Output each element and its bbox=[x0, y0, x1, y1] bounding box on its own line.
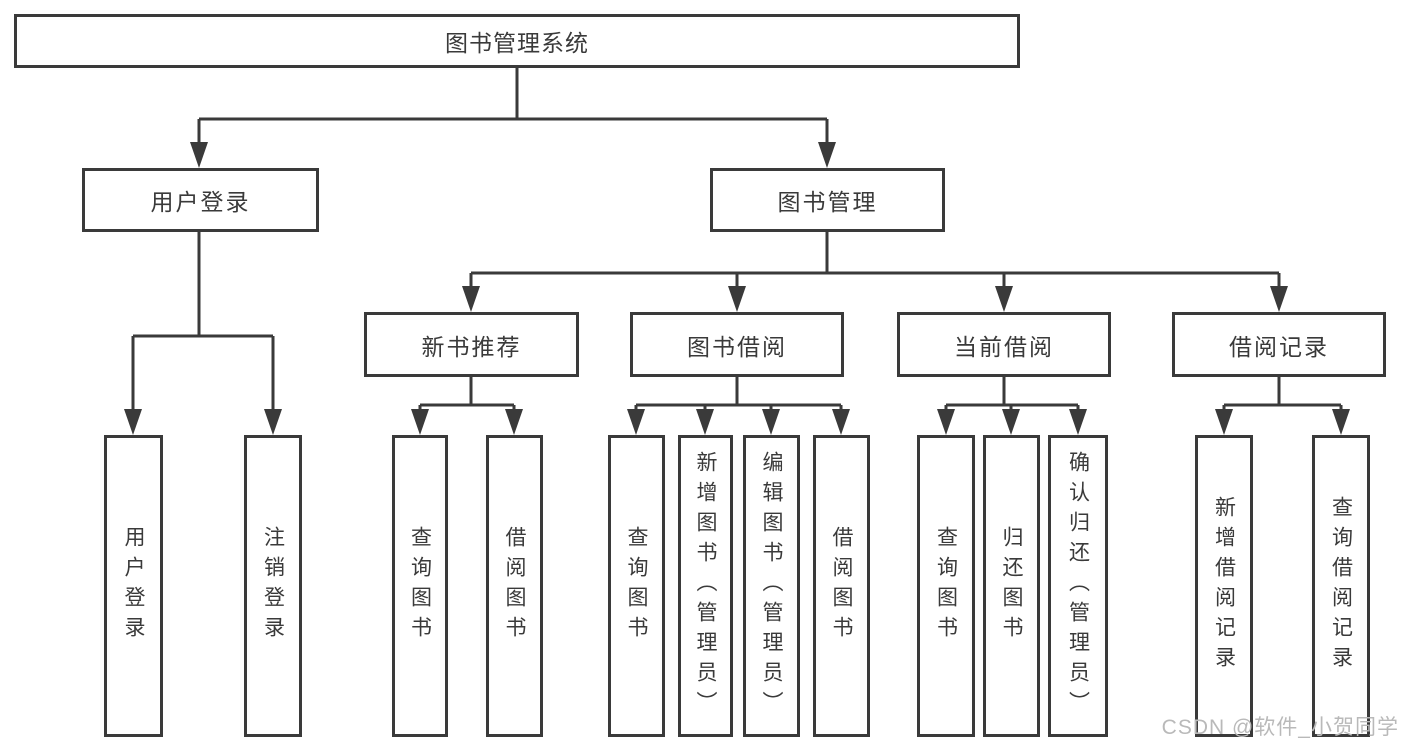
connector-recommend-children bbox=[418, 377, 516, 416]
node-book-borrow: 图书借阅 bbox=[630, 312, 844, 377]
node-book-management: 图书管理 bbox=[710, 168, 945, 232]
arrowhead-icon bbox=[264, 409, 282, 435]
leaf-current-confirm-return-admin-label: 确认归还（管理员） bbox=[1066, 451, 1090, 721]
node-new-book-recommend-label: 新书推荐 bbox=[421, 333, 522, 360]
leaf-current-query-books: 查询图书 bbox=[917, 435, 975, 737]
arrowhead-icon bbox=[1215, 409, 1233, 435]
arrowhead-icon bbox=[190, 142, 208, 168]
arrowhead-icon bbox=[505, 409, 523, 435]
leaf-borrow-edit-books-admin: 编辑图书（管理员） bbox=[743, 435, 800, 737]
node-current-borrow-label: 当前借阅 bbox=[954, 333, 1054, 360]
node-borrow-records: 借阅记录 bbox=[1172, 312, 1386, 377]
node-root-system: 图书管理系统 bbox=[14, 14, 1020, 68]
leaf-current-confirm-return-admin: 确认归还（管理员） bbox=[1048, 435, 1108, 737]
node-user-login-label: 用户登录 bbox=[150, 189, 251, 215]
arrowhead-icon bbox=[124, 409, 142, 435]
leaf-current-return-books: 归还图书 bbox=[983, 435, 1040, 737]
connector-records-children bbox=[1222, 377, 1343, 416]
leaf-logout-label: 注销登录 bbox=[261, 526, 285, 646]
leaf-borrow-add-books-admin-label: 新增图书（管理员） bbox=[694, 451, 717, 721]
arrowhead-icon bbox=[462, 286, 480, 312]
leaf-records-query: 查询借阅记录 bbox=[1312, 435, 1370, 737]
arrowhead-icon bbox=[696, 409, 714, 435]
leaf-user-login: 用户登录 bbox=[104, 435, 163, 737]
node-root-label: 图书管理系统 bbox=[445, 30, 589, 56]
leaf-borrow-query-books: 查询图书 bbox=[608, 435, 665, 737]
leaf-current-return-books-label: 归还图书 bbox=[1000, 526, 1023, 646]
leaf-user-login-label: 用户登录 bbox=[122, 526, 145, 646]
connector-borrow-children bbox=[634, 377, 843, 416]
connector-root-to-level2 bbox=[197, 68, 829, 149]
leaf-logout: 注销登录 bbox=[244, 435, 302, 737]
connector-book-management-children bbox=[469, 232, 1281, 293]
leaf-recommend-query-books: 查询图书 bbox=[392, 435, 448, 737]
arrowhead-icon bbox=[762, 409, 780, 435]
arrowhead-icon bbox=[1069, 409, 1087, 435]
node-book-borrow-label: 图书借阅 bbox=[687, 333, 787, 360]
leaf-borrow-add-books-admin: 新增图书（管理员） bbox=[678, 435, 733, 737]
connector-user-login-children bbox=[131, 232, 275, 416]
leaf-current-query-books-label: 查询图书 bbox=[934, 526, 958, 646]
leaf-borrow-borrow-books: 借阅图书 bbox=[813, 435, 870, 737]
csdn-watermark: CSDN @软件_小贺同学 bbox=[1161, 716, 1399, 739]
leaf-borrow-query-books-label: 查询图书 bbox=[625, 526, 648, 646]
arrowhead-icon bbox=[995, 286, 1013, 312]
leaf-recommend-query-books-label: 查询图书 bbox=[408, 526, 432, 646]
leaf-recommend-borrow-books-label: 借阅图书 bbox=[503, 526, 526, 646]
leaf-borrow-edit-books-admin-label: 编辑图书（管理员） bbox=[760, 451, 783, 721]
leaf-records-add-label: 新增借阅记录 bbox=[1212, 496, 1236, 676]
arrowhead-icon bbox=[937, 409, 955, 435]
leaf-recommend-borrow-books: 借阅图书 bbox=[486, 435, 543, 737]
arrowhead-icon bbox=[832, 409, 850, 435]
arrowhead-icon bbox=[818, 142, 836, 168]
arrowhead-icon bbox=[1332, 409, 1350, 435]
node-current-borrow: 当前借阅 bbox=[897, 312, 1111, 377]
leaf-borrow-borrow-books-label: 借阅图书 bbox=[830, 526, 853, 646]
arrowhead-icon bbox=[627, 409, 645, 435]
arrowhead-icon bbox=[1270, 286, 1288, 312]
node-book-management-label: 图书管理 bbox=[777, 189, 878, 215]
arrowhead-icon bbox=[411, 409, 429, 435]
arrowhead-icon bbox=[728, 286, 746, 312]
arrowhead-icon bbox=[1002, 409, 1020, 435]
node-user-login: 用户登录 bbox=[82, 168, 319, 232]
node-new-book-recommend: 新书推荐 bbox=[364, 312, 579, 377]
node-borrow-records-label: 借阅记录 bbox=[1229, 333, 1329, 360]
leaf-records-query-label: 查询借阅记录 bbox=[1329, 496, 1353, 676]
leaf-records-add: 新增借阅记录 bbox=[1195, 435, 1253, 737]
